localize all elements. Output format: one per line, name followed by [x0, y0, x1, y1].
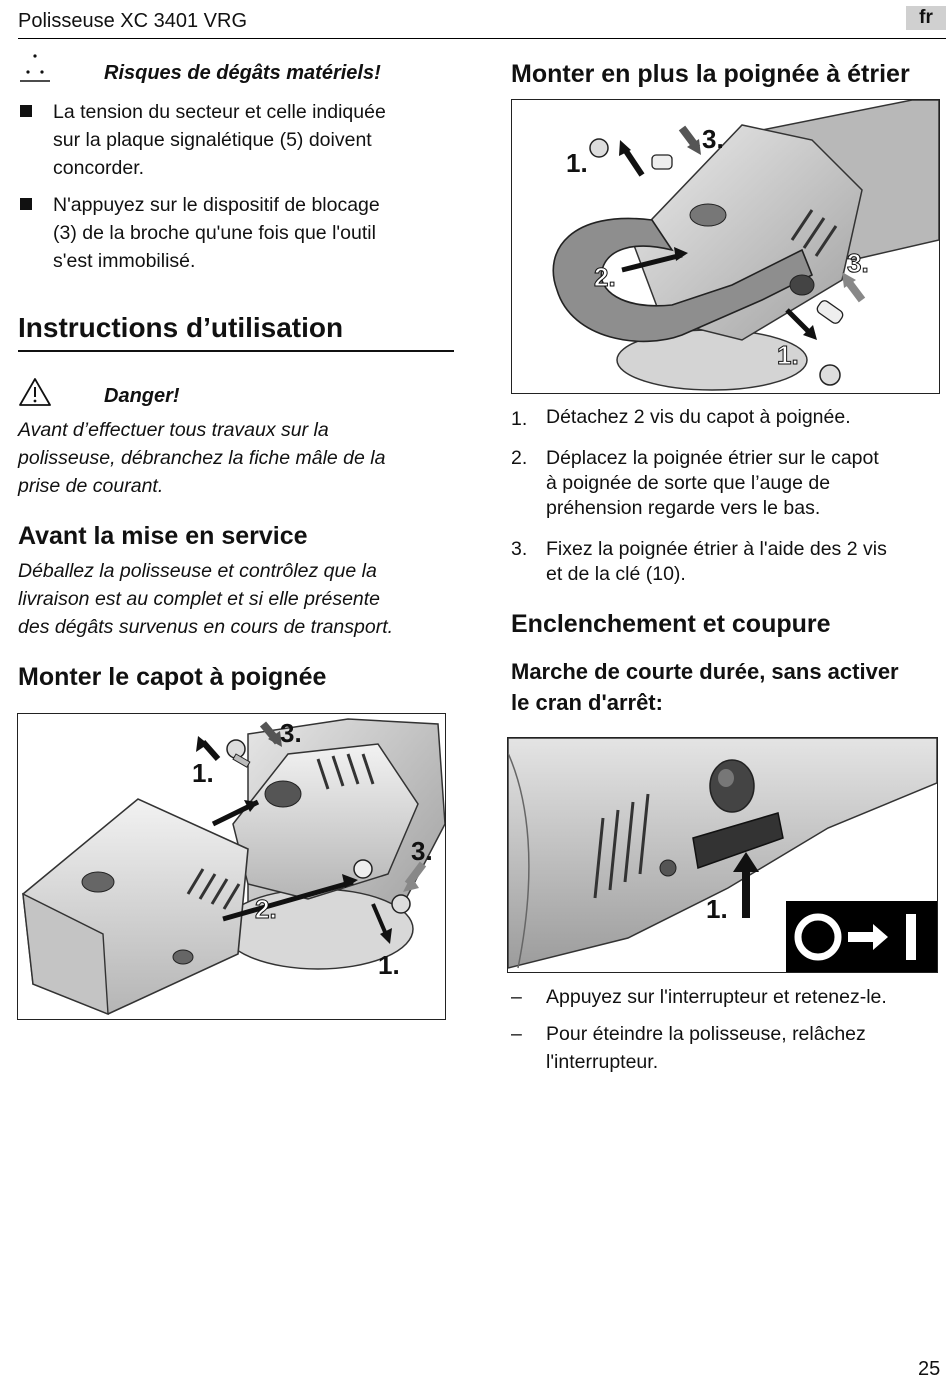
material-warning-title: Risques de dégâts matériels!	[104, 62, 381, 84]
caution-icon	[20, 54, 50, 82]
figure-label: 3.	[847, 248, 869, 278]
step-text: Détachez 2 vis du capot à poignée.	[546, 406, 851, 428]
figure-label: 3.	[702, 124, 724, 154]
document-title: Polisseuse XC 3401 VRG	[18, 10, 248, 32]
bullet-marker	[20, 105, 32, 117]
subheading-short-run: Marche de courte durée, sans activer le …	[511, 659, 899, 715]
bullet-item: La tension du secteur et celle indiquée …	[53, 101, 386, 179]
dash-marker: –	[511, 986, 522, 1008]
figure-label: 2.	[594, 262, 616, 292]
step-text: Fixez la poignée étrier à l'aide des 2 v…	[546, 538, 887, 585]
figure-label: 1.	[777, 340, 799, 370]
page-number: 25	[918, 1358, 941, 1380]
section-heading-before-use: Avant la mise en service	[18, 522, 308, 550]
mount-cap-illustration: 1. 2. 3. 3. 1.	[17, 713, 446, 1020]
danger-warning-triangle-icon	[19, 378, 51, 406]
section-divider	[18, 350, 454, 352]
section-heading-switching: Enclenchement et coupure	[511, 610, 831, 638]
step-number: 2.	[511, 447, 528, 469]
figure-label: 1.	[566, 148, 588, 178]
figure-label: 2.	[255, 894, 277, 924]
figure-label: 3.	[411, 836, 433, 866]
step-number: 1.	[511, 408, 528, 430]
danger-text: Avant d’effectuer tous travaux sur la po…	[18, 419, 386, 497]
mount-handle-illustration: 1. 3. 2. 3. 1.	[511, 99, 940, 394]
list-item: Appuyez sur l'interrupteur et retenez-le…	[546, 986, 887, 1008]
section-heading-mount-handle: Monter en plus la poignée à étrier	[511, 60, 910, 88]
header-divider	[18, 38, 946, 39]
danger-title: Danger!	[104, 385, 180, 407]
language-badge: fr	[906, 6, 946, 30]
before-use-text: Déballez la polisseuse et contrôlez que …	[18, 560, 394, 638]
dash-marker: –	[511, 1023, 522, 1045]
list-item: Pour éteindre la polisseuse, relâchez l'…	[546, 1023, 866, 1073]
figure-label: 1.	[706, 894, 728, 924]
step-number: 3.	[511, 538, 528, 560]
section-heading-instructions: Instructions d’utilisation	[18, 312, 344, 343]
section-heading-mount-cap: Monter le capot à poignée	[18, 663, 327, 691]
figure-label: 1.	[192, 758, 214, 788]
step-text: Déplacez la poignée étrier sur le capot …	[546, 447, 879, 519]
figure-label: 3.	[280, 718, 302, 748]
figure-label: 1.	[378, 950, 400, 980]
bullet-item: N'appuyez sur le dispositif de blocage (…	[53, 194, 380, 272]
switch-illustration: 1.	[507, 737, 938, 973]
bullet-marker	[20, 198, 32, 210]
